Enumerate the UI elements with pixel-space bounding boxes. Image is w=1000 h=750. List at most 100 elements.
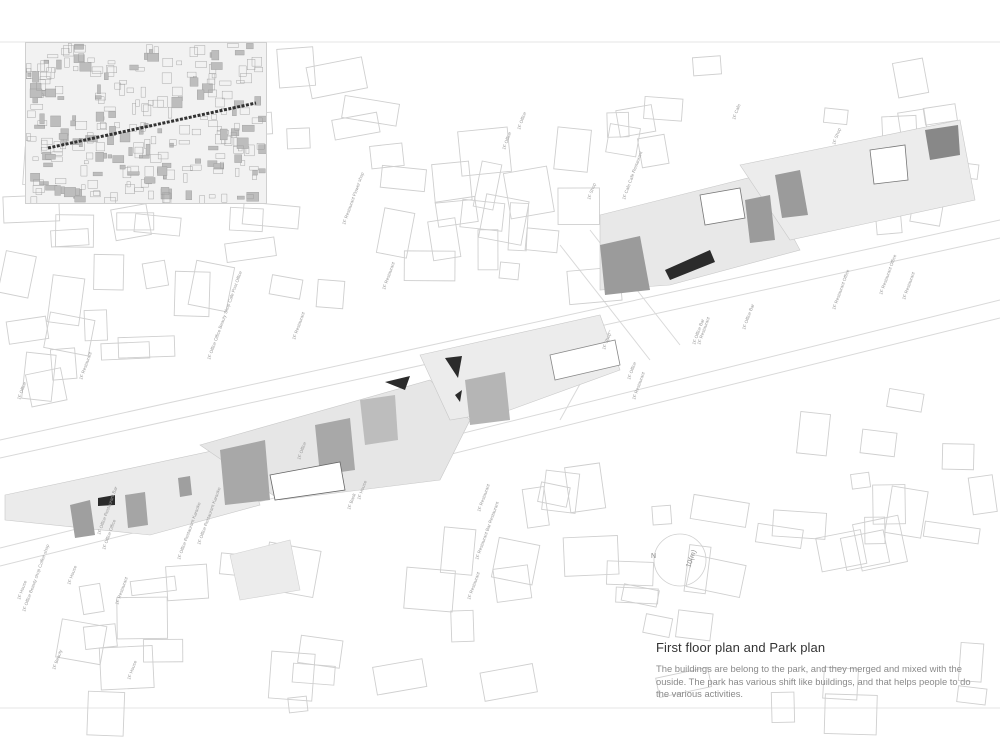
inset-block (55, 178, 67, 185)
inset-block (74, 43, 84, 50)
inset-block (91, 66, 104, 74)
inset-block (219, 80, 232, 86)
building-footprint (541, 469, 581, 514)
inset-block (45, 88, 57, 98)
inset-block (110, 192, 118, 202)
inset-block (236, 80, 245, 84)
inset-block (157, 151, 169, 160)
context-map (26, 43, 266, 203)
north-letter: N (651, 553, 656, 560)
building-footprint (941, 443, 975, 471)
building-footprint (605, 123, 641, 158)
inset-block (207, 89, 217, 98)
building-footprint (98, 645, 155, 691)
inset-block (213, 163, 224, 170)
inset-block (227, 43, 239, 48)
inset-block (150, 136, 157, 145)
inset-block (252, 170, 258, 176)
building-footprint (967, 474, 998, 516)
inset-block (32, 71, 39, 83)
building-footprint (83, 309, 108, 342)
inset-block (139, 154, 150, 159)
building-footprint (815, 529, 868, 573)
inset-block (162, 192, 171, 203)
building-footprint (457, 126, 512, 177)
inset-block (176, 60, 182, 66)
inset-block (125, 184, 135, 194)
building-footprint (884, 485, 929, 539)
inset-block (56, 59, 62, 70)
building-footprint (0, 250, 37, 299)
building-footprint (78, 582, 105, 616)
inset-block (70, 120, 76, 127)
building-footprint (110, 203, 152, 242)
inset-block (234, 50, 245, 56)
inset-block (234, 122, 240, 131)
inset-block (63, 45, 74, 57)
inset-block (211, 73, 217, 79)
inset-block (27, 73, 32, 77)
scale-circle (653, 533, 707, 587)
inset-block (39, 113, 45, 124)
inset-block (39, 76, 51, 85)
inset-block (183, 173, 188, 183)
building-footprint (822, 666, 859, 701)
building-footprint (754, 522, 804, 550)
inset-block (79, 62, 92, 72)
building-footprint (54, 214, 95, 248)
building-footprint (86, 690, 126, 737)
inset-block (97, 84, 101, 95)
inset-block (200, 116, 208, 120)
inset-block (240, 160, 246, 166)
building-use-label: 1F Office (626, 361, 637, 381)
building-footprint (922, 103, 958, 126)
building-footprint (651, 504, 673, 526)
building-footprint (823, 693, 878, 736)
building-footprint (21, 351, 57, 402)
inset-block (60, 186, 65, 194)
inset-block (235, 167, 240, 177)
inset-block (150, 154, 162, 163)
inset-block (134, 146, 143, 159)
inset-block (157, 166, 168, 176)
north-scale: N 10(m) (651, 533, 707, 587)
inset-block (27, 110, 36, 118)
building-footprint (502, 165, 555, 220)
inset-block (127, 165, 139, 176)
inset-block (34, 124, 45, 129)
inset-block (242, 124, 255, 132)
inset-block (129, 64, 139, 71)
building-footprint (643, 95, 684, 122)
building-footprint (683, 544, 712, 595)
building-use-label: 1F Office Bar (741, 303, 755, 331)
inset-block (29, 88, 43, 98)
inset-block (144, 177, 156, 184)
inset-block (247, 59, 256, 71)
inset-block (189, 46, 198, 57)
building-footprint (956, 685, 988, 706)
inset-block (75, 121, 88, 130)
building-footprint (615, 104, 657, 138)
building-footprint (24, 367, 68, 408)
inset-block (157, 128, 163, 134)
building-footprint (859, 428, 898, 458)
building-footprint (331, 111, 381, 141)
building-footprint (872, 484, 906, 525)
inset-block (58, 133, 68, 140)
building-use-label: 1F House (126, 659, 138, 680)
inset-block (202, 83, 213, 93)
inset-block (195, 158, 201, 164)
building-use-label: 1F Restaurant (631, 371, 646, 401)
inset-block (246, 43, 254, 50)
building-footprint (839, 529, 891, 572)
building-footprint (369, 142, 405, 170)
inset-block (84, 160, 89, 165)
building-footprint (564, 462, 607, 514)
inset-block (112, 155, 125, 164)
inset-block (240, 73, 252, 84)
inset-block (234, 154, 242, 163)
inset-block (213, 167, 224, 174)
inset-block (162, 58, 173, 67)
inset-block (35, 188, 43, 195)
inset-block (96, 123, 107, 130)
